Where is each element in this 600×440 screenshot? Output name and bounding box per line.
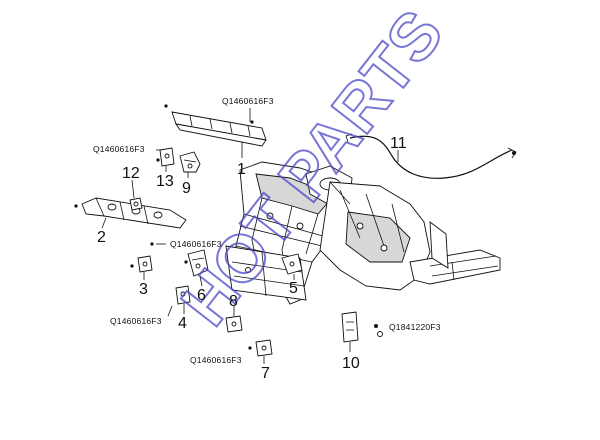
callout-6: 6 [197, 287, 206, 304]
callout-4: 4 [178, 315, 187, 332]
callout-7: 7 [261, 365, 270, 382]
part-number-four: Q1460616F3 [110, 316, 162, 326]
leader-p-four [167, 305, 173, 317]
part-number-top: Q1460616F3 [222, 96, 274, 106]
part-13-bracket [156, 147, 175, 167]
part-8-bracket [225, 315, 243, 333]
callout-12: 12 [122, 165, 140, 182]
part-4-bracket [175, 285, 191, 305]
part-10-bracket [341, 311, 383, 343]
leader-12 [131, 179, 135, 199]
part-7-bracket [248, 339, 273, 357]
callout-13: 13 [156, 173, 174, 190]
callout-10: 10 [342, 355, 360, 372]
part-12-bracket [129, 197, 143, 211]
part-number-left: Q1460616F3 [93, 144, 145, 154]
part-5-bracket [281, 253, 303, 275]
part-number-ten: Q1841220F3 [389, 322, 441, 332]
part-3-bracket [130, 255, 153, 273]
callout-3: 3 [139, 281, 148, 298]
part-11-cable [345, 133, 517, 179]
part-1-cowl-panel [164, 104, 267, 147]
callout-2: 2 [97, 229, 106, 246]
part-number-mid: Q1460616F3 [170, 239, 222, 249]
part-number-seven: Q1460616F3 [190, 355, 242, 365]
watermark-text: HOT PARTS [167, 0, 457, 339]
part-6-bracket [184, 249, 209, 277]
callout-1: 1 [237, 161, 246, 178]
part-9-bracket [179, 151, 201, 173]
leader-2 [101, 217, 107, 229]
callout-5: 5 [289, 280, 298, 297]
leader-6 [199, 275, 203, 287]
callout-8: 8 [229, 293, 238, 310]
callout-9: 9 [182, 180, 191, 197]
callout-11: 11 [390, 135, 407, 152]
